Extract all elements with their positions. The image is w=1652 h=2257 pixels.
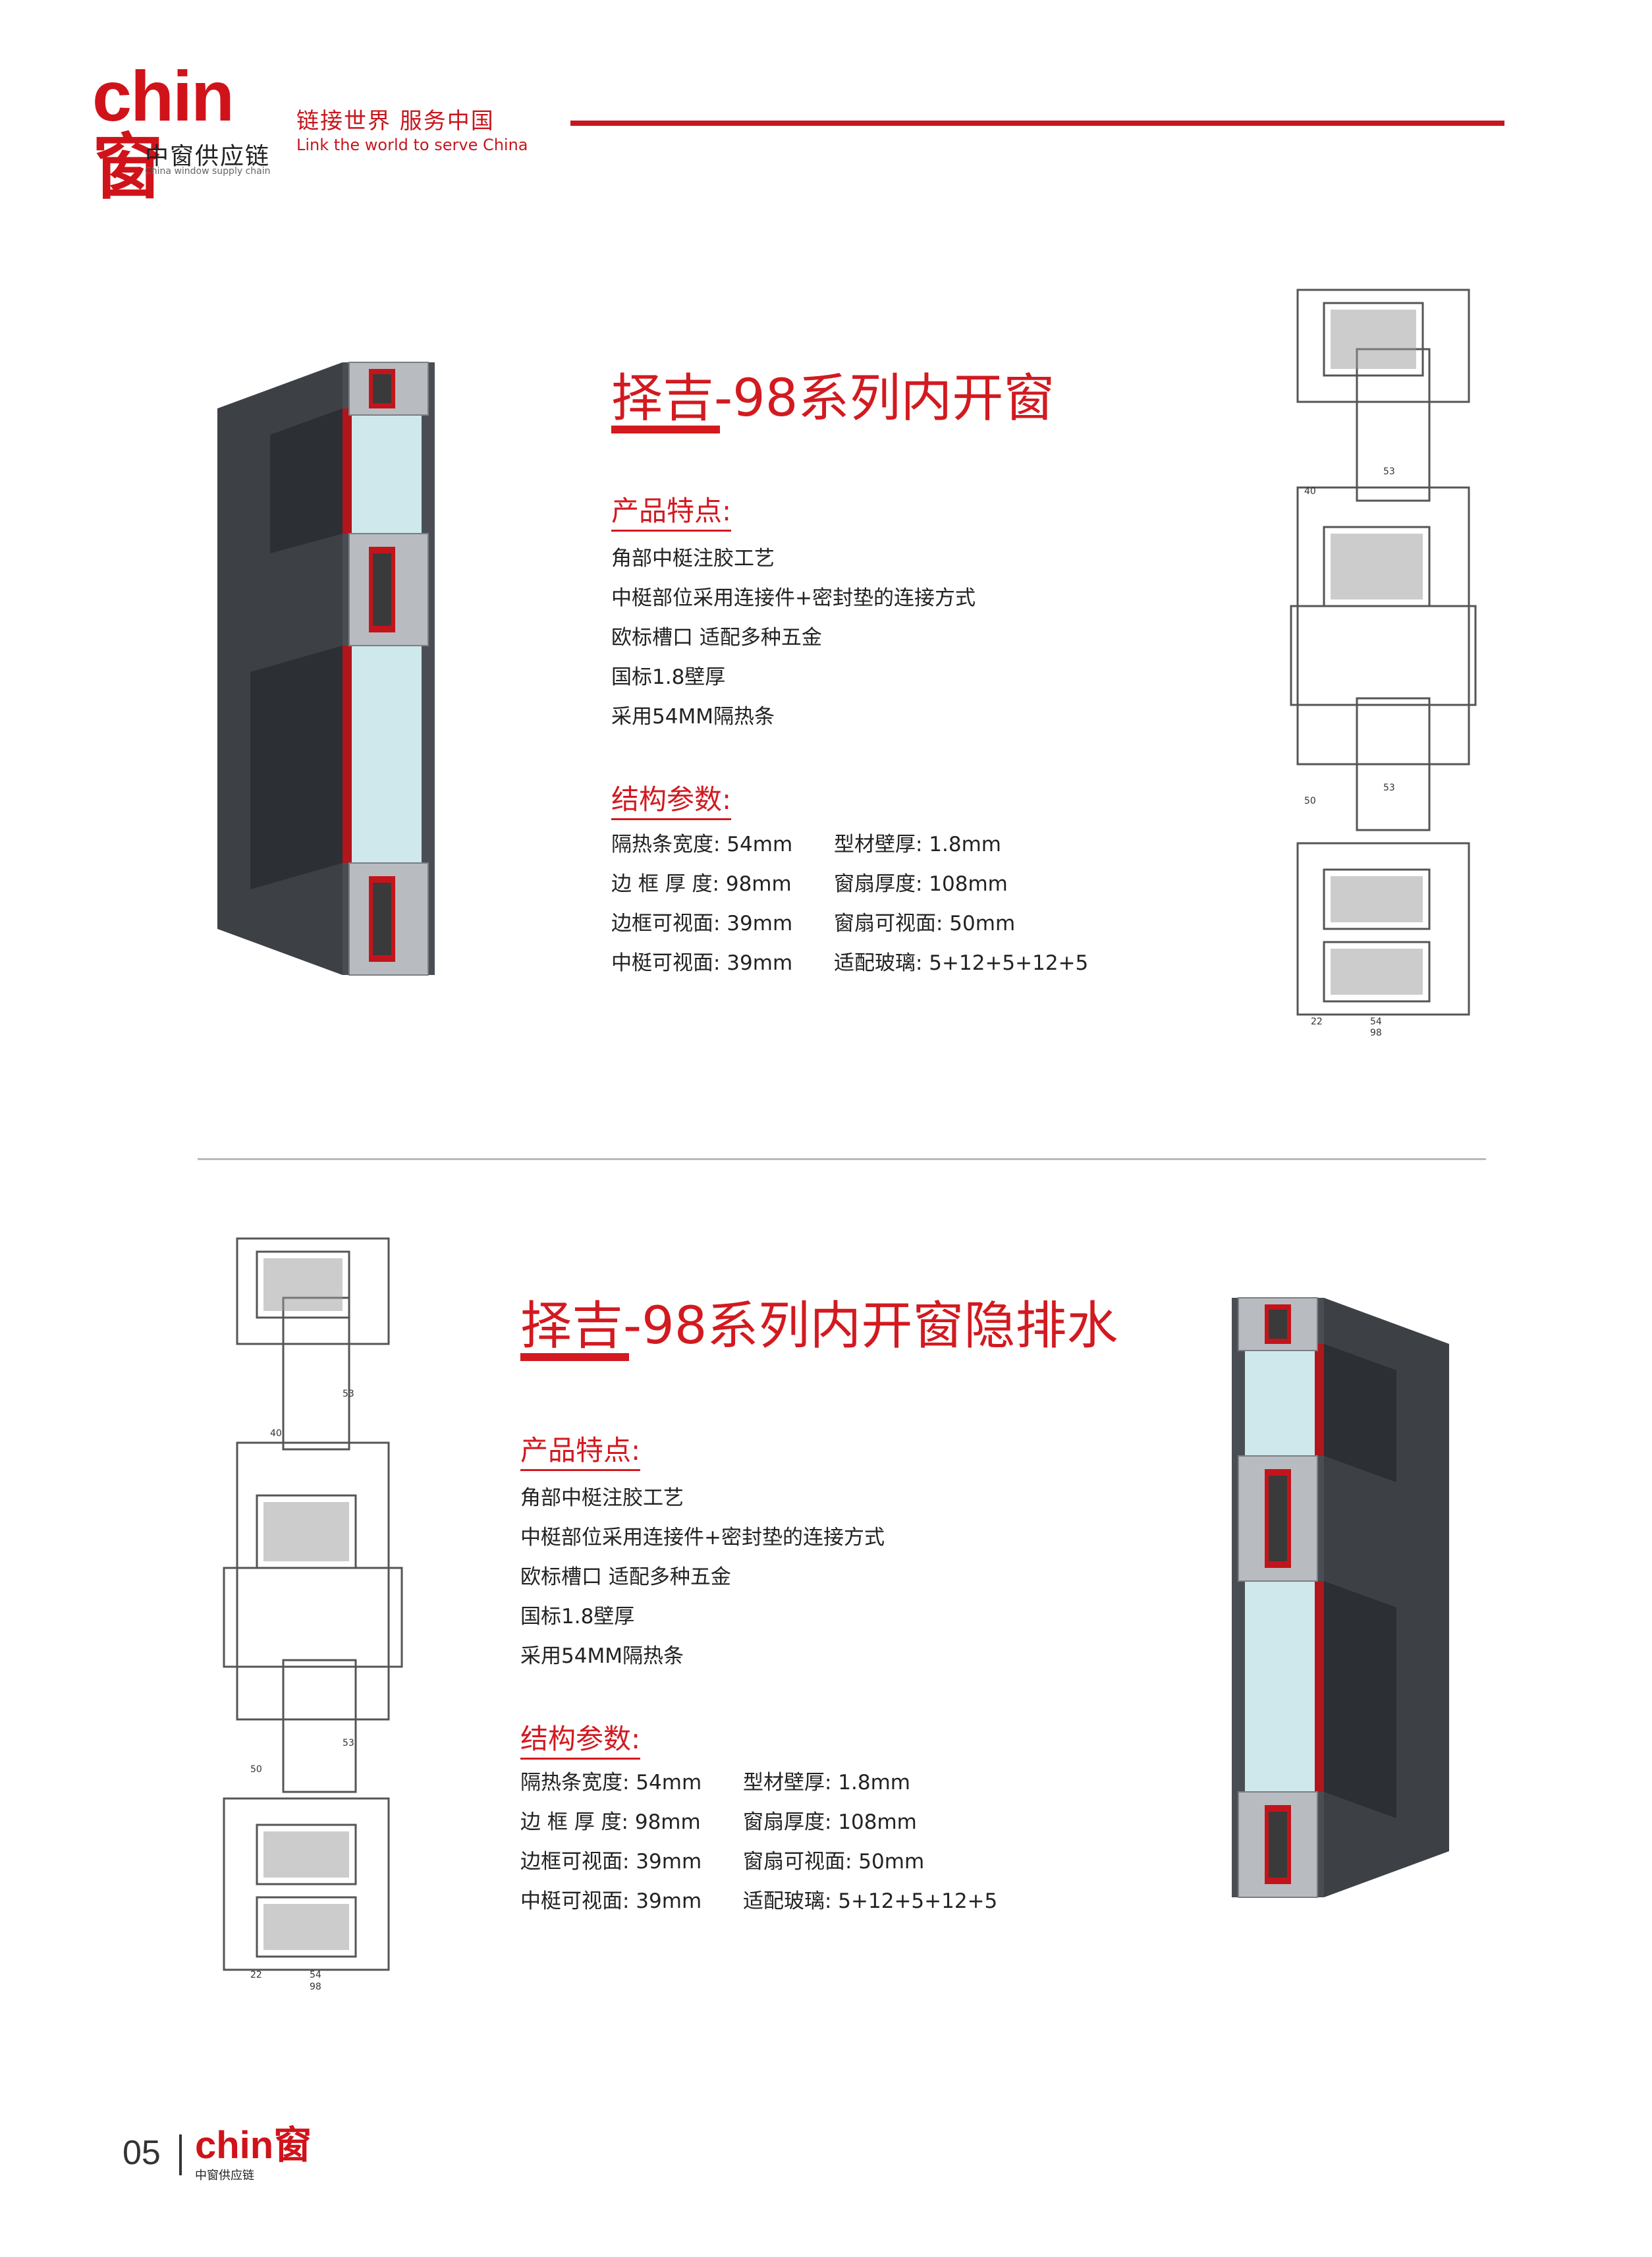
param-cell: 窗扇厚度: 108mm [834,872,1008,896]
brand-logo: chin窗 [92,61,290,203]
feature-item: 中梃部位采用连接件+密封垫的连接方式 [520,1526,885,1549]
dim-label: 54 [1370,1017,1382,1027]
feature-item: 国标1.8壁厚 [520,1605,635,1629]
logo-wordmark: chin窗 [92,56,234,207]
dim-label: 53 [1383,783,1395,793]
param-cell: 型材壁厚: 1.8mm [743,1771,910,1795]
section-drawing-2: 53 40 53 50 22 54 98 [223,1237,403,1992]
footer-logo-subtitle: 中窗供应链 [195,2169,254,2183]
title-underline [520,1353,629,1361]
footer-separator [179,2134,182,2175]
slogan-cn: 链接世界 服务中国 [296,108,495,134]
page-number: 05 [123,2134,161,2172]
dim-label: 98 [310,1982,321,1992]
param-cell: 中梃可视面: 39mm [520,1889,702,1913]
dim-label: 53 [1383,466,1395,477]
product-title: 择吉-98系列内开窗隐排水 [520,1296,1118,1356]
param-cell: 边 框 厚 度: 98mm [520,1810,701,1834]
dim-label: 53 [343,1389,354,1399]
dim-label: 98 [1370,1028,1382,1038]
dim-label: 53 [343,1738,354,1748]
dim-label: 50 [1304,796,1316,806]
param-cell: 型材壁厚: 1.8mm [834,833,1001,856]
param-cell: 适配玻璃: 5+12+5+12+5 [743,1889,998,1913]
features-heading: 产品特点: [611,495,732,532]
slogan-en: Link the world to serve China [296,136,528,154]
param-cell: 适配玻璃: 5+12+5+12+5 [834,951,1089,975]
params-heading: 结构参数: [611,783,732,820]
window-render-1 [217,362,435,976]
header-rule [570,121,1504,126]
feature-item: 采用54MM隔热条 [611,705,775,729]
feature-item: 国标1.8壁厚 [611,665,726,689]
param-cell: 窗扇可视面: 50mm [834,912,1016,935]
feature-item: 角部中梃注胶工艺 [611,547,775,571]
dim-label: 54 [310,1970,321,1980]
params-heading: 结构参数: [520,1723,641,1760]
section-divider [198,1158,1486,1160]
title-underline [611,426,720,433]
product-title: 择吉-98系列内开窗 [611,369,1055,428]
features-heading: 产品特点: [520,1434,641,1471]
feature-item: 角部中梃注胶工艺 [520,1486,684,1510]
feature-item: 采用54MM隔热条 [520,1644,684,1668]
window-render-2 [1232,1297,1449,1898]
param-cell: 隔热条宽度: 54mm [611,833,793,856]
footer-logo-wordmark: chin窗 [195,2124,312,2167]
param-cell: 隔热条宽度: 54mm [520,1771,702,1795]
logo-subtitle-en: China window supply chain [145,166,271,177]
param-cell: 窗扇可视面: 50mm [743,1850,925,1874]
params-table: 隔热条宽度: 54mm 型材壁厚: 1.8mm 边 框 厚 度: 98mm 窗扇… [611,825,1111,983]
feature-item: 中梃部位采用连接件+密封垫的连接方式 [611,586,976,610]
dim-label: 22 [250,1970,262,1980]
dim-label: 40 [1304,486,1316,497]
dim-label: 50 [250,1764,262,1775]
logo-subtitle-cn: 中窗供应链 [145,143,271,170]
features-list: 角部中梃注胶工艺 中梃部位采用连接件+密封垫的连接方式 欧标槽口 适配多种五金 … [520,1478,885,1676]
feature-item: 欧标槽口 适配多种五金 [611,626,822,650]
params-table: 隔热条宽度: 54mm 型材壁厚: 1.8mm 边 框 厚 度: 98mm 窗扇… [520,1763,1020,1921]
param-cell: 边框可视面: 39mm [611,912,793,935]
param-cell: 边框可视面: 39mm [520,1850,702,1874]
feature-item: 欧标槽口 适配多种五金 [520,1565,731,1589]
dim-label: 22 [1311,1017,1323,1027]
param-cell: 边 框 厚 度: 98mm [611,872,792,896]
param-cell: 窗扇厚度: 108mm [743,1810,917,1834]
param-cell: 中梃可视面: 39mm [611,951,793,975]
section-drawing-1: 53 40 53 50 22 54 98 [1290,289,1477,1038]
features-list: 角部中梃注胶工艺 中梃部位采用连接件+密封垫的连接方式 欧标槽口 适配多种五金 … [611,539,976,737]
footer-logo: chin窗 中窗供应链 [195,2127,312,2183]
dim-label: 40 [270,1428,282,1439]
